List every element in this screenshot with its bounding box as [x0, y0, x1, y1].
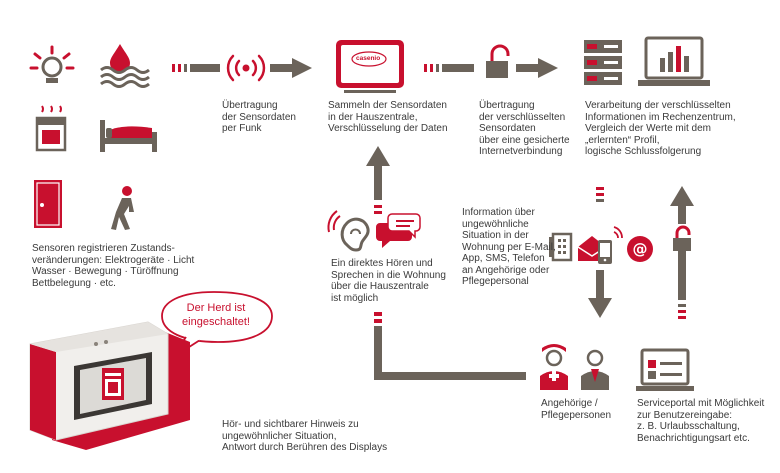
hub-device-icon [336, 40, 404, 93]
sun-icon [29, 45, 75, 83]
label-data-processing: Verarbeitung der verschlüsselten Informa… [585, 100, 736, 157]
hub-logo-text: casenio [356, 55, 381, 62]
label-service-portal: Serviceportal mit Möglichkeit zur Benutz… [637, 398, 765, 444]
label-encrypted-transmission: Übertragung der verschlüsselten Sensorda… [479, 100, 570, 157]
casenio-device [29, 321, 190, 450]
flow-connectors [172, 58, 694, 380]
ear-icon [327, 210, 370, 252]
water-icon [100, 44, 150, 88]
person-icon [581, 349, 609, 390]
label-information: Information über ungewöhnliche Situation… [462, 207, 556, 287]
laptop-chart-icon [638, 36, 710, 86]
label-relatives: Angehörige / Pflegepersonen [541, 398, 612, 421]
label-hearing-speaking: Ein direktes Hören und Sprechen in die W… [331, 258, 446, 304]
nurse-icon [540, 344, 568, 390]
label-collect-data: Sammeln der Sensordaten in der Hauszentr… [328, 100, 448, 134]
padlock-icon [673, 225, 691, 251]
bubble-text: Der Herd ist eingeschaltet! [182, 302, 250, 328]
speech-bubbles-icon [376, 213, 421, 248]
portal-screen-icon [636, 348, 694, 391]
mobile-phone-icon [598, 226, 623, 264]
door-icon [34, 180, 62, 228]
server-icon [584, 40, 622, 85]
oven-icon [35, 105, 67, 152]
at-sign-icon: @ [627, 236, 653, 262]
padlock-icon [486, 44, 510, 78]
bed-icon [100, 120, 157, 152]
svg-text:@: @ [633, 240, 648, 258]
phone-icon [549, 232, 573, 262]
label-display-notice: Hör- und sichtbarer Hinweis zu ungewöhnl… [222, 419, 388, 453]
label-sensors: Sensoren registrieren Zustands- veränder… [32, 243, 195, 289]
radio-signal-icon [226, 54, 266, 82]
walking-person-icon [111, 186, 134, 230]
label-radio-transmission: Übertragung der Sensordaten per Funk [222, 100, 296, 134]
